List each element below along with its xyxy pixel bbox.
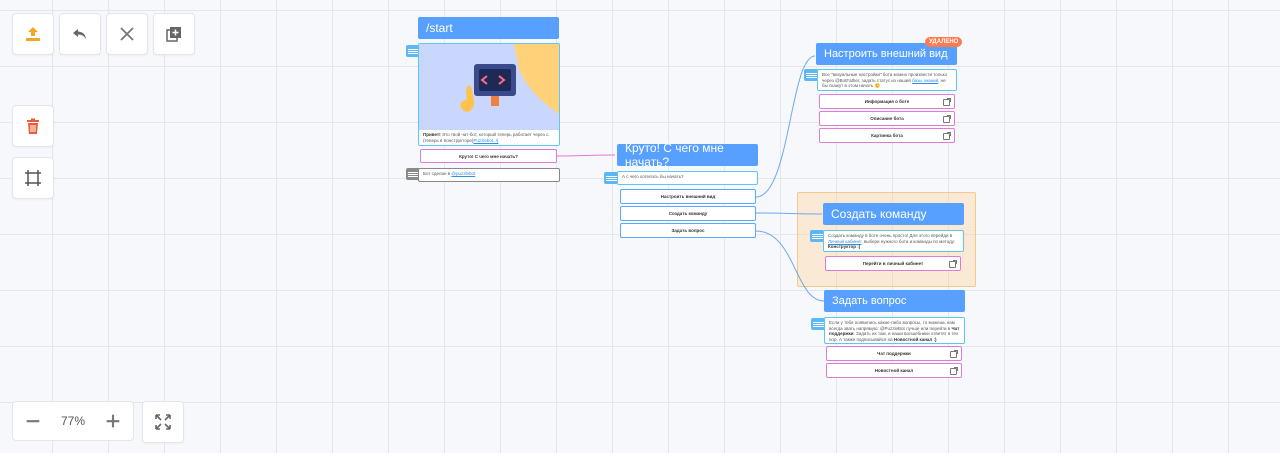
fit-screen-button[interactable] [142, 401, 184, 443]
button-label: Перейти в личный кабинет [862, 261, 924, 266]
start-message-text: Привет! Это твой чат-бот, который теперь… [419, 130, 559, 145]
message-icon [804, 69, 818, 81]
how-start-button-appearance[interactable]: Настроить внешний вид [620, 189, 756, 204]
external-link-icon [943, 131, 951, 140]
zoom-control: 77% [12, 401, 134, 441]
node-create-title: Создать команду [831, 207, 927, 221]
plus-icon [106, 414, 120, 428]
message-icon [604, 172, 618, 184]
minus-icon [26, 420, 40, 423]
connector-start-to-how [555, 154, 616, 157]
start-footer-text: Бот сделан в [423, 171, 452, 176]
trash-icon [27, 118, 39, 134]
ask-message[interactable]: Если у тебя появились какие-либо вопросы… [824, 317, 965, 344]
create-message-bold: Конструктор :) [828, 244, 861, 249]
undo-button[interactable] [59, 13, 101, 55]
start-message-link[interactable]: Puzzlebot..!) [473, 137, 499, 143]
create-message-tail: , выбери нужного бота и команды по метод… [861, 238, 956, 244]
expand-icon [155, 414, 171, 430]
start-message-body: Это твой чат-бот, который теперь работае… [423, 132, 550, 143]
zoom-in-button[interactable] [103, 411, 123, 431]
duplicate-icon [166, 27, 181, 42]
select-area-icon [25, 170, 41, 186]
appearance-message-link[interactable]: базы знаний [912, 77, 939, 83]
how-start-message-text: А с чего хотелось бы начать? [622, 174, 684, 179]
undo-icon [73, 29, 86, 39]
external-link-icon [949, 259, 957, 268]
create-message-link[interactable]: Личный кабинет [828, 238, 862, 244]
appearance-message-text: Все "визуальные настройки" бота можно пр… [822, 72, 948, 83]
how-start-button-ask[interactable]: Задать вопрос [620, 223, 756, 238]
start-button-label: Круто! С чего мне начать? [459, 153, 518, 159]
appearance-message-tail: , не бы скажут в этом начать 🙂 [822, 77, 946, 89]
select-area-button[interactable] [12, 157, 54, 199]
upload-icon [26, 27, 40, 41]
start-button[interactable]: Круто! С чего мне начать? [420, 149, 557, 163]
button-label: Настроить внешний вид [660, 194, 716, 199]
upload-button[interactable] [12, 13, 54, 55]
external-link-icon [950, 366, 958, 375]
button-label: Новостной канал [874, 368, 914, 373]
ask-button-support[interactable]: Чат поддержки [826, 346, 962, 361]
duplicate-button[interactable] [153, 13, 195, 55]
how-start-button-create[interactable]: Создать команду [620, 206, 756, 221]
message-icon [811, 318, 825, 330]
start-message-card[interactable]: Привет! Это твой чат-бот, который теперь… [418, 43, 560, 146]
connector-to-create [755, 212, 823, 215]
zoom-out-button[interactable] [23, 411, 43, 431]
connector-to-ask [755, 230, 825, 302]
external-link-icon [943, 97, 951, 106]
message-icon [406, 45, 420, 57]
how-start-message[interactable]: А с чего хотелось бы начать? [617, 171, 758, 185]
node-start-title: /start [426, 21, 453, 35]
node-how-start-header[interactable]: Круто! С чего мне начать? [617, 141, 758, 169]
appearance-button-description[interactable]: Описание бота [819, 111, 955, 126]
badge-label: УДАЛЕНО [929, 39, 959, 45]
ask-message-mid: . Задать их там, и наши волшебники ответ… [829, 331, 959, 342]
footer-message-icon [406, 168, 420, 180]
zoom-level: 77% [60, 414, 86, 428]
button-label: Картинка бота [871, 133, 903, 138]
button-label: Чат поддержки [877, 351, 911, 356]
create-message-text: Создать команду в боте очень просто! Для… [828, 233, 953, 238]
node-create-header[interactable]: Создать команду [823, 203, 964, 225]
ask-message-text: Если у тебя появились какие-либо вопросы… [829, 320, 955, 331]
message-icon [810, 230, 824, 242]
node-appearance-header[interactable]: Настроить внешний вид [816, 43, 957, 65]
external-link-icon [950, 349, 958, 358]
bot-illustration [419, 44, 559, 130]
ask-button-news[interactable]: Новостной канал [826, 363, 962, 378]
node-appearance-title: Настроить внешний вид [824, 48, 948, 60]
appearance-button-info[interactable]: Информация о боте [819, 94, 955, 109]
ask-message-bold-2: Новостной канал :) [893, 336, 937, 342]
button-label: Задать вопрос [671, 228, 705, 233]
node-ask-header[interactable]: Задать вопрос [824, 290, 965, 312]
button-label: Создать команду [668, 211, 708, 216]
close-icon [120, 27, 134, 41]
button-label: Описание бота [870, 116, 904, 121]
appearance-button-picture[interactable]: Картинка бота [819, 128, 955, 143]
start-footer-card[interactable]: Бот сделан в @puzzlebot [418, 168, 560, 182]
external-link-icon [943, 114, 951, 123]
ask-message-bold-1: Чат поддержки [829, 325, 960, 337]
start-message-bold: Привет! [423, 132, 441, 137]
start-footer-link[interactable]: @puzzlebot [451, 171, 476, 176]
create-message[interactable]: Создать команду в боте очень просто! Для… [823, 230, 964, 252]
close-button[interactable] [106, 13, 148, 55]
node-ask-title: Задать вопрос [832, 295, 907, 307]
delete-button[interactable] [12, 105, 54, 147]
node-start-header[interactable]: /start [418, 17, 559, 39]
deleted-badge: УДАЛЕНО [925, 37, 963, 47]
create-button-cabinet[interactable]: Перейти в личный кабинет [825, 256, 961, 271]
connector-to-appearance [755, 55, 816, 198]
button-label: Информация о боте [864, 99, 910, 104]
appearance-message[interactable]: Все "визуальные настройки" бота можно пр… [817, 69, 957, 91]
node-how-start-title: Круто! С чего мне начать? [625, 141, 724, 169]
